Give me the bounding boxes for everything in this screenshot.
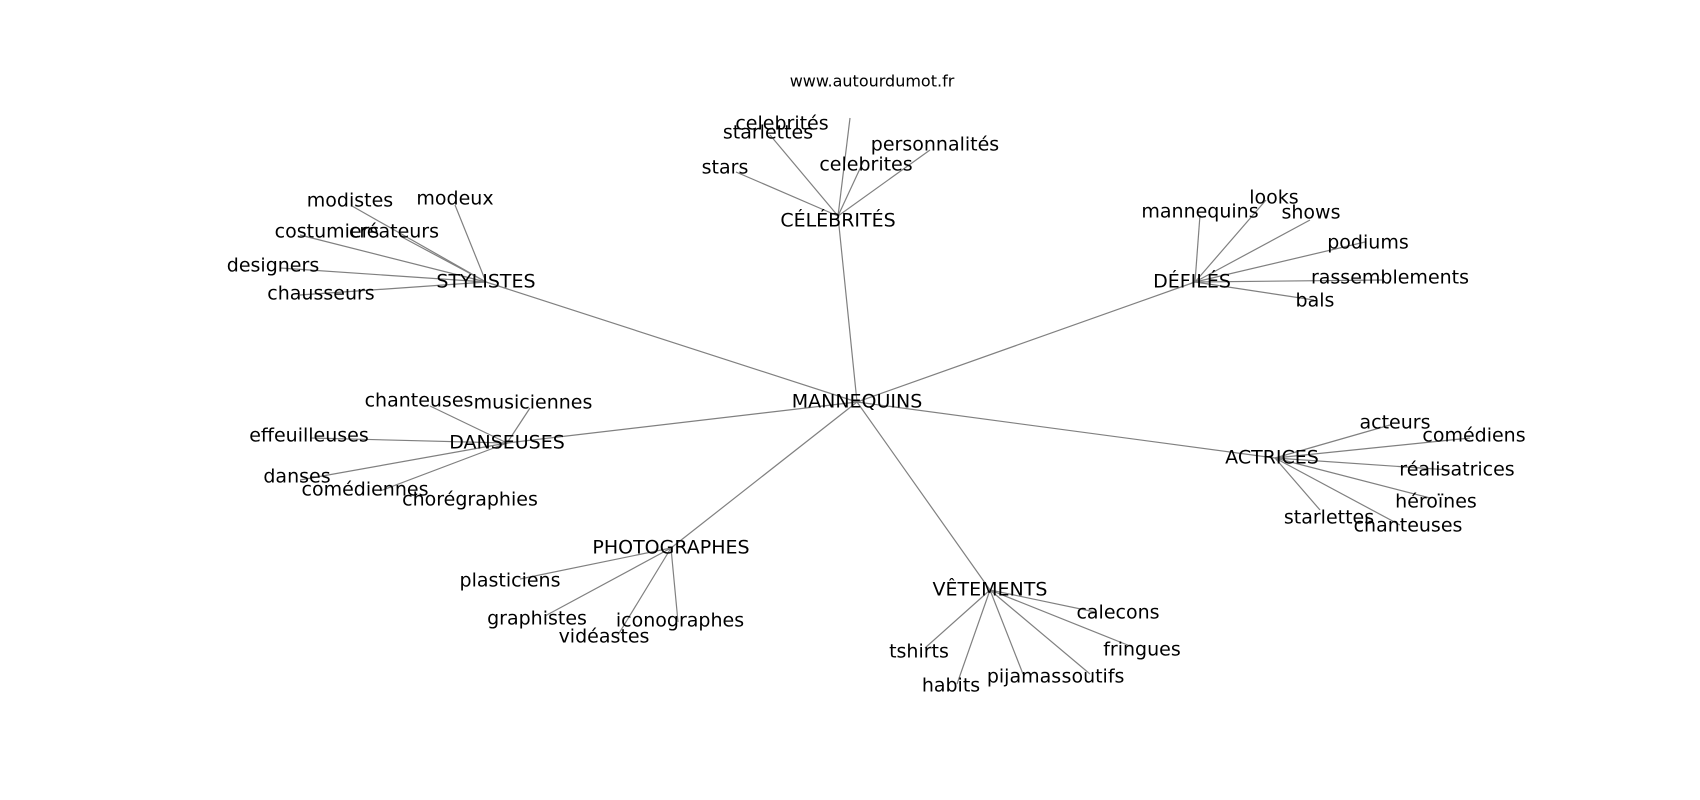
leaf-node-label: graphistes xyxy=(487,608,587,630)
edge-group-to-leaf xyxy=(1274,457,1401,526)
leaf-node-label: modistes xyxy=(307,190,393,212)
edge-center-to-group xyxy=(670,401,858,549)
edge-group-to-leaf xyxy=(617,547,672,636)
edge-group-to-leaf xyxy=(837,117,851,217)
leaf-node-label: modeux xyxy=(416,188,493,210)
leaf-node-label: chausseurs xyxy=(267,283,374,305)
leaf-node-label: rassemblements xyxy=(1311,267,1469,289)
graph-edges xyxy=(279,117,1471,685)
edge-group-to-leaf xyxy=(924,589,991,649)
leaf-node-label: podiums xyxy=(1327,232,1408,254)
edge-group-to-leaf xyxy=(299,281,487,296)
edge-group-to-leaf xyxy=(506,407,531,444)
edge-group-to-leaf xyxy=(544,547,672,617)
group-node-label: DANSEUSES xyxy=(449,432,565,454)
edge-group-to-leaf xyxy=(1194,219,1311,283)
edge-center-to-group xyxy=(506,401,858,444)
leaf-node-label: chanteuses xyxy=(1354,515,1463,537)
edge-group-to-leaf xyxy=(1274,437,1471,459)
edge-group-to-leaf xyxy=(1194,241,1366,283)
group-node-label: DÉFILÉS xyxy=(1153,270,1231,293)
edge-group-to-leaf xyxy=(989,589,1096,613)
leaf-node-label: looks xyxy=(1249,187,1298,209)
edge-group-to-leaf xyxy=(379,442,508,492)
leaf-node-label: plasticiens xyxy=(460,570,561,592)
edge-group-to-leaf xyxy=(1194,279,1383,283)
edge-group-to-leaf xyxy=(1274,457,1321,511)
edge-group-to-leaf xyxy=(837,159,865,217)
edge-group-to-leaf xyxy=(670,547,679,623)
edge-group-to-leaf xyxy=(989,589,1091,675)
leaf-node-label: starlettes xyxy=(1284,507,1374,529)
group-node-label: VÊTEMENTS xyxy=(933,578,1048,601)
leaf-node-label: mannequins xyxy=(1141,201,1258,223)
leaf-node-label: effeuilleuses xyxy=(249,425,369,447)
edge-group-to-leaf xyxy=(1274,457,1451,471)
leaf-node-label: celebrites xyxy=(819,154,912,176)
edge-center-to-group xyxy=(856,281,1196,403)
leaf-node-label: personnalités xyxy=(871,134,999,156)
group-node-label: STYLISTES xyxy=(436,271,535,293)
leaf-node-label: musiciennes xyxy=(474,392,593,414)
edge-group-to-leaf xyxy=(429,405,508,444)
edge-group-to-leaf xyxy=(1194,281,1315,301)
edge-group-to-leaf xyxy=(956,589,991,685)
leaf-node-label: fringues xyxy=(1103,639,1181,661)
leaf-node-label: vidéastes xyxy=(559,626,650,648)
leaf-node-label: iconographes xyxy=(616,610,744,632)
leaf-node-label: comédiennes xyxy=(302,479,429,501)
leaf-node-label: réalisatrices xyxy=(1399,459,1514,481)
leaf-node-label: soutifs xyxy=(1062,666,1125,688)
leaf-node-label: designers xyxy=(227,255,319,277)
leaf-node-label: shows xyxy=(1281,202,1340,224)
edge-group-to-leaf xyxy=(504,442,508,446)
edge-group-to-leaf xyxy=(299,442,508,481)
leaf-node-label: habits xyxy=(922,675,980,697)
edge-group-to-leaf xyxy=(399,235,487,283)
edge-group-to-leaf xyxy=(1274,424,1391,459)
leaf-node-label: héroïnes xyxy=(1395,491,1477,513)
group-node-label: CÉLÉBRITÉS xyxy=(780,209,895,232)
edge-group-to-leaf xyxy=(989,589,1131,647)
edge-center-to-group xyxy=(837,215,858,403)
edge-group-to-leaf xyxy=(1194,214,1201,283)
leaf-node-label: starlettes xyxy=(723,122,813,144)
edge-group-to-leaf xyxy=(1274,457,1431,499)
edge-group-to-leaf xyxy=(309,437,508,444)
edge-group-to-leaf xyxy=(519,547,672,580)
group-node-label: ACTRICES xyxy=(1225,447,1319,469)
graph-labels: MANNEQUINSCÉLÉBRITÉSstarsstarlettesceleb… xyxy=(227,113,1526,697)
edge-group-to-leaf xyxy=(735,171,839,217)
edge-center-to-group xyxy=(856,401,991,591)
edge-center-to-group xyxy=(856,401,1276,459)
edge-group-to-leaf xyxy=(989,589,1024,675)
edge-center-to-group xyxy=(485,281,858,403)
leaf-node-label: chorégraphies xyxy=(402,489,538,511)
center-node-label: MANNEQUINS xyxy=(792,391,923,413)
leaf-node-label: chanteuses xyxy=(365,390,474,412)
leaf-node-label: bals xyxy=(1296,290,1335,312)
edge-group-to-leaf xyxy=(837,149,931,217)
leaf-node-label: costumiers xyxy=(275,221,380,243)
edge-group-to-leaf xyxy=(1194,199,1267,283)
leaf-node-label: calecons xyxy=(1076,602,1159,624)
leaf-node-label: pijamas xyxy=(987,666,1061,688)
leaf-node-label: stars xyxy=(702,157,749,179)
leaf-node-label: comédiens xyxy=(1422,425,1525,447)
edge-group-to-leaf xyxy=(279,267,487,283)
leaf-node-label: celebrités xyxy=(735,113,828,135)
group-node-label: PHOTOGRAPHES xyxy=(592,537,749,559)
edge-group-to-leaf xyxy=(454,204,487,283)
leaf-node-label: danses xyxy=(263,466,330,488)
edge-group-to-leaf xyxy=(769,134,839,217)
edge-group-to-leaf xyxy=(351,205,487,283)
leaf-node-label: acteurs xyxy=(1360,412,1431,434)
leaf-node-label: tshirts xyxy=(889,641,949,663)
source-label: www.autourdumot.fr xyxy=(790,72,955,91)
edge-group-to-leaf xyxy=(299,234,487,283)
leaf-node-label: créateurs xyxy=(349,221,439,243)
